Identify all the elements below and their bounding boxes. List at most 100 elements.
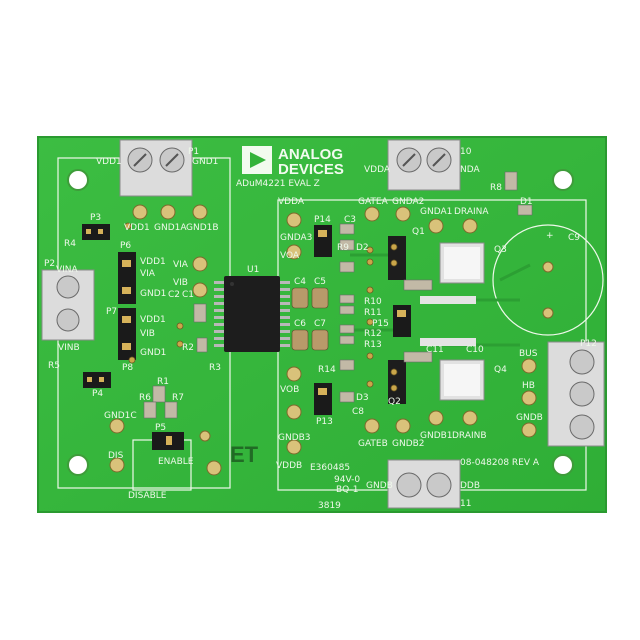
analog-devices-logo [242,146,272,174]
label-plus: + [546,231,554,241]
label-q1: Q1 [412,227,425,237]
terminal-block-p11 [387,459,461,509]
label-gatea: GATEA [358,197,389,207]
label-vdd1: VDD1 [96,157,122,167]
label-gnda2: GNDA2 [392,197,424,207]
mounting-holes [67,169,574,476]
label-p6: P6 [120,241,131,251]
bq-code: BQ-1 [336,485,358,495]
label-vinb: VINB [58,343,80,353]
label-gnda3: GNDA3 [280,233,312,243]
label-gnd1-p6: GND1 [140,289,166,299]
label-d3: D3 [356,393,369,403]
smd-components [143,171,533,419]
label-vdda: VDDA [364,165,391,175]
label-d2: D2 [356,243,369,253]
label-gndb-r: GNDB [516,413,543,423]
label-gndb1: GNDB1 [420,431,453,441]
label-via-tp: VIA [173,260,189,270]
label-draina: DRAINA [454,207,489,217]
label-gnd1-p7: GND1 [140,348,166,358]
label-hb: HB [522,381,535,391]
label-gnd1c: GND1C [104,411,137,421]
label-p12: P12 [580,339,597,349]
label-p7: P7 [106,307,117,317]
label-r4: R4 [64,239,76,249]
label-vddb: VDDB [276,461,302,471]
label-p11: 11 [460,499,471,509]
terminal-block-p12 [547,341,605,447]
label-gndb2: GNDB2 [392,439,425,449]
label-gateb: GATEB [358,439,388,449]
label-vina: VINA [56,265,79,275]
label-vdd1-p6: VDD1 [140,257,166,267]
label-p5: P5 [155,423,166,433]
label-bus: BUS [519,349,538,359]
ic-designator: U1 [247,265,259,275]
jumpers [82,224,411,450]
label-r5: R5 [48,361,60,371]
label-c2: C2 [168,290,180,300]
terminal-block-p2 [41,269,95,341]
label-vddb-p11: DDB [460,481,480,491]
label-r1: R1 [157,377,169,387]
label-c4: C4 [294,277,306,287]
label-p8: P8 [122,363,133,373]
label-gnd1b: GND1B [186,223,219,233]
label-c7: C7 [314,319,326,329]
label-vib-tp: VIB [173,278,188,288]
mosfets [420,242,485,401]
label-voa: VOA [280,251,300,261]
label-gndb-p11: GNDB [366,481,393,491]
rating: 94V-0 [334,475,360,485]
label-c3: C3 [344,215,356,225]
label-p14: P14 [314,215,331,225]
brand-line1: ANALOG [278,146,343,163]
label-c6: C6 [294,319,306,329]
label-vdd1-tp: VDD1 [124,223,150,233]
terminal-block-p1 [119,139,193,197]
label-gnda1: GNDA1 [420,207,452,217]
label-c1: C1 [182,290,194,300]
brand-line2: DEVICES [278,161,344,178]
label-q4: Q4 [494,365,507,375]
label-dis: DIS [108,451,124,461]
part-number: 08-048208 REV A [460,458,540,468]
label-c9: C9 [568,233,580,243]
label-p15: P15 [372,319,389,329]
label-r12: R12 [364,329,382,339]
stamp-et: ET [230,442,259,467]
label-gndb3: GNDB3 [278,433,311,443]
label-via-p6: VIA [140,269,156,279]
label-gnda-p10: NDA [460,165,481,175]
label-p3: P3 [90,213,101,223]
label-enable: ENABLE [158,457,194,467]
label-p10: 10 [460,147,472,157]
label-r2: R2 [182,343,194,353]
vias [124,222,398,392]
label-r10: R10 [364,297,382,307]
ul-code: E360485 [310,463,350,473]
label-c8: C8 [352,407,364,417]
date-code: 3819 [318,501,341,511]
label-r7: R7 [172,393,184,403]
label-q2: Q2 [388,397,401,407]
label-p1: P1 [188,147,199,157]
label-q3: Q3 [494,245,507,255]
label-vib-p7: VIB [140,329,155,339]
label-r14: R14 [318,365,336,375]
label-r9: R9 [337,243,349,253]
label-p2: P2 [44,259,55,269]
label-disable: DISABLE [128,491,167,501]
label-vob: VOB [280,385,299,395]
board-model: ADuM4221 EVAL Z [236,179,320,189]
ic-u1 [214,276,290,352]
test-pads [109,204,554,476]
label-c5: C5 [314,277,326,287]
label-r11: R11 [364,308,382,318]
label-gnd1: GND1 [192,157,218,167]
label-d1: D1 [520,197,533,207]
label-c10: C10 [466,345,484,355]
label-r13: R13 [364,340,382,350]
